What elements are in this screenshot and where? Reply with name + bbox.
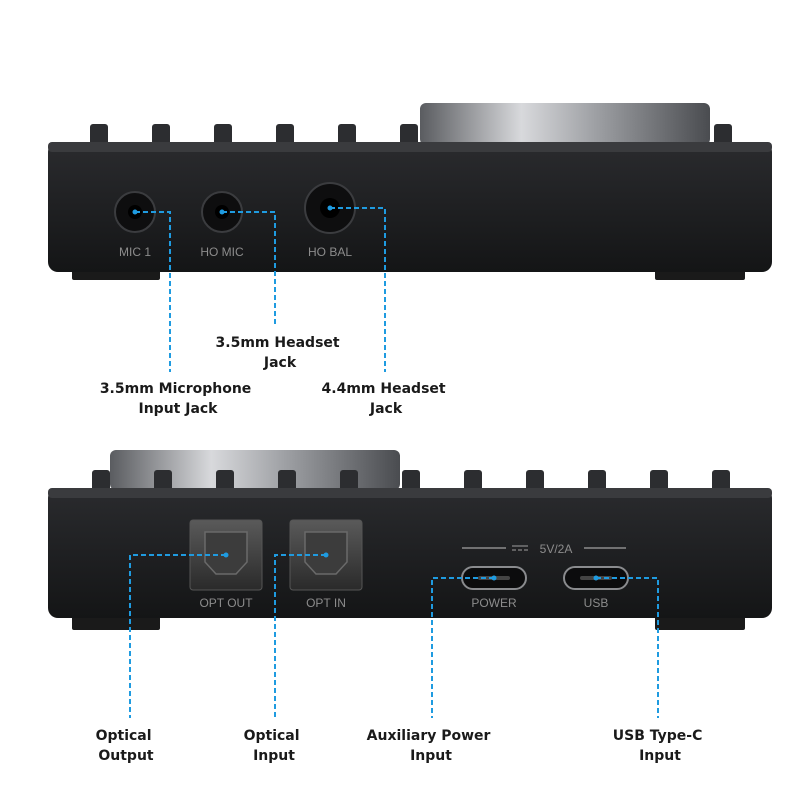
label-usb: USB bbox=[584, 596, 609, 610]
callout-usb-c: USB Type-C Input bbox=[613, 728, 708, 764]
callout-optical-input: Optical Input bbox=[244, 728, 305, 764]
leader-headset-35 bbox=[222, 211, 276, 326]
callout-mic-input: 3.5mm Microphone Input Jack bbox=[100, 381, 256, 417]
device-body-rear bbox=[48, 488, 772, 618]
label-ho-bal: HO BAL bbox=[308, 245, 352, 259]
label-opt-out: OPT OUT bbox=[199, 596, 253, 610]
callout-headset-44: 4.4mm Headset Jack bbox=[322, 381, 451, 417]
bottom-device: OPT OUT OPT IN 5V/2A POWER USB bbox=[48, 450, 772, 718]
device-body bbox=[48, 142, 772, 272]
bottom-button-row bbox=[92, 470, 730, 492]
label-opt-in: OPT IN bbox=[306, 596, 346, 610]
label-ho-mic: HO MIC bbox=[200, 245, 244, 259]
top-device: MIC 1 HO MIC HO BAL bbox=[48, 103, 772, 372]
leader-optical-output bbox=[129, 554, 226, 718]
dc-symbol-icon bbox=[512, 545, 528, 551]
volume-knob-rear bbox=[110, 450, 400, 490]
callout-aux-power: Auxiliary Power Input bbox=[367, 728, 496, 764]
leader-headset-44 bbox=[330, 207, 386, 372]
label-mic1: MIC 1 bbox=[119, 245, 151, 259]
callout-optical-output: Optical Output bbox=[96, 728, 157, 764]
label-power: POWER bbox=[471, 596, 517, 610]
callout-headset-35: 3.5mm Headset Jack bbox=[216, 335, 345, 371]
volume-knob bbox=[420, 103, 710, 145]
leader-aux-power bbox=[431, 577, 494, 718]
leader-mic-input bbox=[135, 211, 171, 372]
label-power-spec: 5V/2A bbox=[540, 542, 573, 556]
leader-usb-c bbox=[596, 577, 659, 718]
leader-optical-input bbox=[274, 554, 326, 718]
